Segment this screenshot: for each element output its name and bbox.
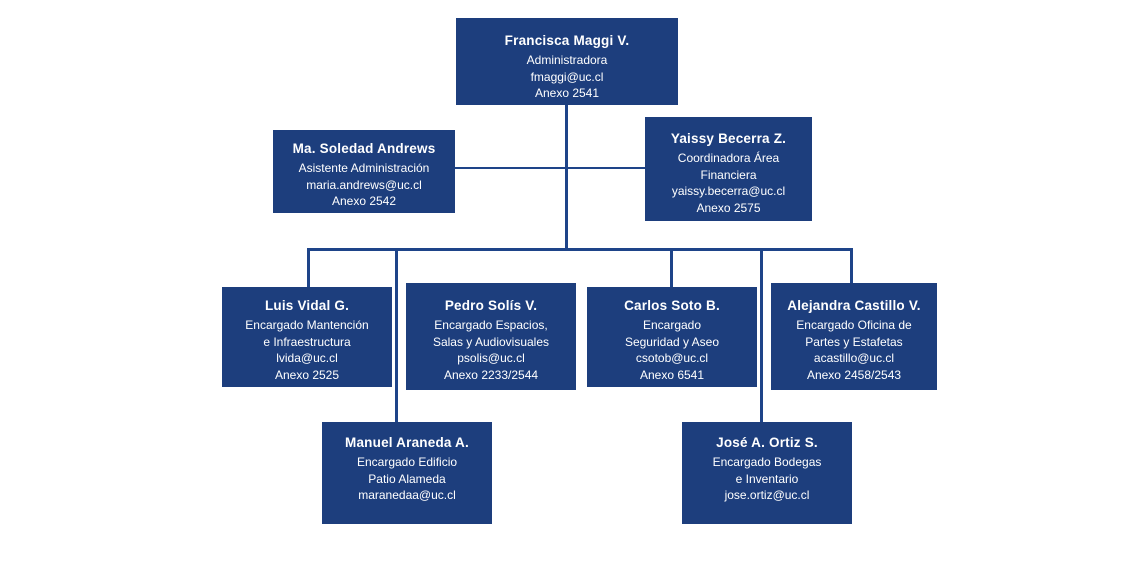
- person-anexo: Anexo 2575: [696, 200, 761, 215]
- person-anexo: Anexo 6541: [639, 367, 705, 382]
- person-role: Encargado Edificio: [356, 455, 458, 469]
- person-name: Pedro Solís V.: [444, 298, 538, 313]
- person-anexo: Anexo 2542: [331, 194, 397, 208]
- person-anexo: Anexo 2233/2544: [443, 367, 539, 382]
- person-email: psolis@uc.cl: [457, 351, 525, 365]
- connector-assistants-horizontal: [455, 167, 646, 169]
- person-role: Encargado Mantención: [245, 318, 369, 332]
- connector-drop-jose-ortiz: [760, 248, 763, 423]
- connector-level2-bar: [307, 248, 853, 251]
- person-email: maria.andrews@uc.cl: [306, 177, 422, 192]
- person-name: Alejandra Castillo V.: [787, 298, 921, 313]
- person-name: Francisca Maggi V.: [504, 33, 630, 48]
- person-role: Administradora: [526, 53, 608, 67]
- org-node-yaissy-becerra: Yaissy Becerra Z. Coordinadora Área Fina…: [645, 117, 812, 221]
- person-role: Encargado Espacios,: [434, 318, 548, 332]
- org-node-jose-ortiz: José A. Ortiz S. Encargado Bodegas e Inv…: [682, 422, 852, 524]
- person-role: e Infraestructura: [263, 334, 351, 349]
- person-anexo: Anexo 2541: [534, 86, 600, 100]
- person-role: e Inventario: [735, 471, 799, 486]
- connector-drop-carlos-soto: [670, 248, 673, 288]
- person-name: Manuel Araneda A.: [345, 435, 469, 450]
- org-node-francisca-maggi: Francisca Maggi V. Administradora fmaggi…: [456, 18, 678, 105]
- person-role: Encargado Bodegas: [712, 455, 822, 469]
- org-node-carlos-soto: Carlos Soto B. Encargado Seguridad y Ase…: [587, 287, 757, 387]
- person-name: Yaissy Becerra Z.: [670, 131, 787, 146]
- person-email: lvida@uc.cl: [276, 351, 338, 365]
- connector-drop-alejandra-castillo: [850, 248, 853, 284]
- connector-drop-luis-vidal: [307, 248, 310, 288]
- connector-drop-manuel-araneda: [395, 248, 398, 423]
- person-name: Luis Vidal G.: [264, 298, 350, 313]
- person-role: Encargado: [642, 318, 702, 332]
- person-email: acastillo@uc.cl: [813, 351, 895, 365]
- person-name: Ma. Soledad Andrews: [292, 141, 436, 156]
- person-email: maranedaa@uc.cl: [358, 488, 456, 502]
- person-role: Asistente Administración: [298, 161, 430, 175]
- connector-trunk-vertical: [565, 104, 568, 250]
- person-role: Encargado Oficina de: [796, 318, 912, 332]
- person-name: José A. Ortiz S.: [716, 435, 818, 450]
- org-node-pedro-solis: Pedro Solís V. Encargado Espacios, Salas…: [406, 283, 576, 390]
- person-role: Patio Alameda: [368, 471, 446, 486]
- person-email: yaissy.becerra@uc.cl: [671, 184, 786, 198]
- org-node-manuel-araneda: Manuel Araneda A. Encargado Edificio Pat…: [322, 422, 492, 524]
- person-email: fmaggi@uc.cl: [530, 69, 604, 84]
- org-node-luis-vidal: Luis Vidal G. Encargado Mantención e Inf…: [222, 287, 392, 387]
- person-email: csotob@uc.cl: [635, 351, 709, 365]
- person-role: Salas y Audiovisuales: [432, 334, 550, 349]
- person-anexo: Anexo 2458/2543: [806, 367, 902, 382]
- person-anexo: Anexo 2525: [274, 367, 340, 382]
- person-role: Partes y Estafetas: [805, 334, 903, 349]
- org-node-alejandra-castillo: Alejandra Castillo V. Encargado Oficina …: [771, 283, 937, 390]
- person-name: Carlos Soto B.: [624, 298, 720, 313]
- person-role: Financiera: [700, 167, 757, 182]
- org-node-soledad-andrews: Ma. Soledad Andrews Asistente Administra…: [273, 130, 455, 213]
- person-role: Coordinadora Área: [677, 151, 780, 165]
- person-email: jose.ortiz@uc.cl: [724, 488, 810, 502]
- person-role: Seguridad y Aseo: [624, 334, 720, 349]
